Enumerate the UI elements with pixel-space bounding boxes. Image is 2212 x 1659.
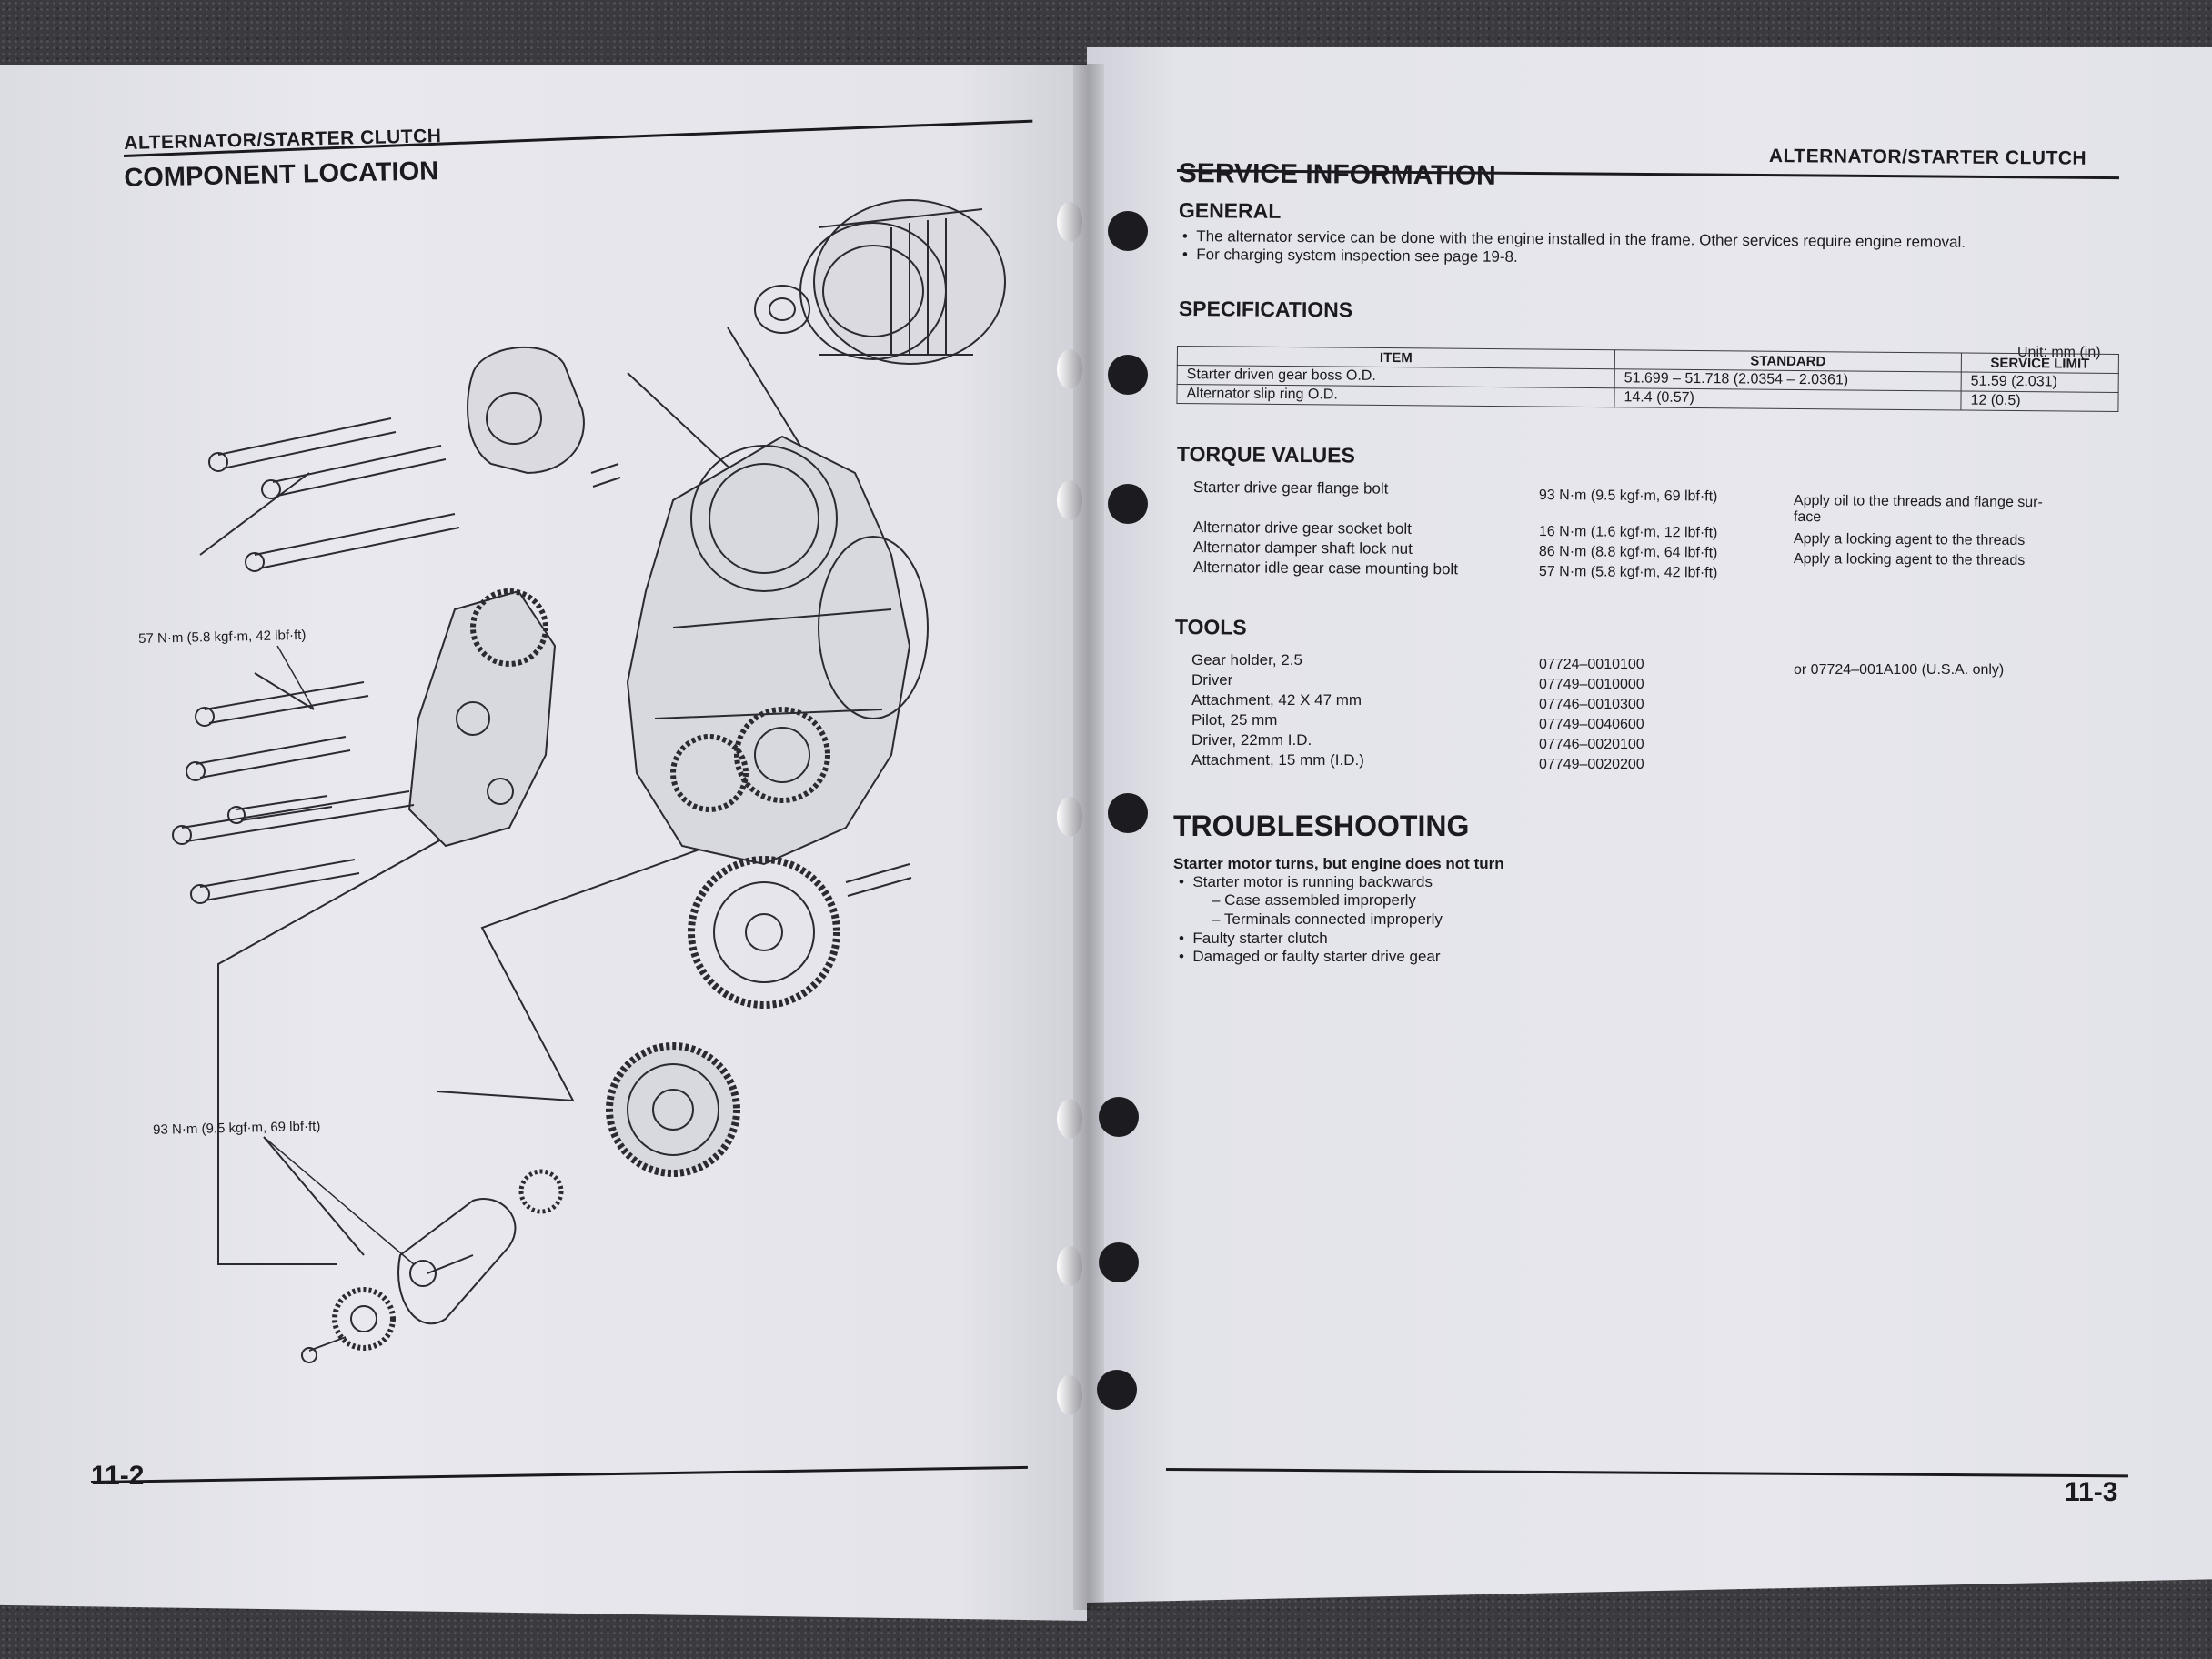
cause-text: Starter motor is running backwards bbox=[1192, 873, 1433, 890]
binder-hole bbox=[1108, 484, 1148, 524]
book-spine bbox=[1073, 64, 1104, 1610]
binder-hole-shadow bbox=[1057, 1246, 1082, 1286]
troubleshooting-subcause: – Case assembled improperly bbox=[1212, 891, 1416, 909]
torque-arrow bbox=[263, 1136, 415, 1265]
torque-value: 93 N·m (9.5 kgf·m, 69 lbf·ft) bbox=[1538, 488, 1718, 505]
binder-hole-shadow bbox=[1057, 349, 1082, 389]
torque-note: Apply oil to the threads and flange sur- bbox=[1793, 493, 2043, 511]
troubleshooting-heading: TROUBLESHOOTING bbox=[1173, 809, 1470, 842]
page-number: 11-3 bbox=[2065, 1477, 2118, 1507]
torque-item: Alternator idle gear case mounting bolt bbox=[1192, 558, 1459, 578]
troubleshooting-symptom: Starter motor turns, but engine does not… bbox=[1173, 855, 1504, 872]
torque-item: Alternator drive gear socket bolt bbox=[1192, 518, 1413, 538]
binder-hole bbox=[1099, 1242, 1139, 1282]
tool-name: Gear holder, 2.5 bbox=[1191, 651, 1302, 669]
torque-note: Apply a locking agent to the threads bbox=[1793, 531, 2026, 548]
binder-hole-shadow bbox=[1057, 480, 1082, 520]
binder-hole-shadow bbox=[1057, 202, 1082, 242]
binder-hole-shadow bbox=[1057, 797, 1082, 837]
torque-values-heading: TORQUE VALUES bbox=[1176, 442, 1355, 468]
cause-text: Faulty starter clutch bbox=[1192, 930, 1328, 947]
troubleshooting-cause: • Damaged or faulty starter drive gear bbox=[1179, 948, 1441, 965]
troubleshooting-cause: • Faulty starter clutch bbox=[1179, 930, 1328, 947]
chapter-header: ALTERNATOR/STARTER CLUTCH bbox=[1768, 146, 2087, 169]
alternator-drawing bbox=[754, 199, 1006, 365]
tool-number: 07749–0010000 bbox=[1539, 677, 1644, 692]
tool-name: Driver bbox=[1191, 671, 1233, 689]
tool-name: Attachment, 15 mm (I.D.) bbox=[1191, 751, 1364, 769]
binder-hole bbox=[1108, 355, 1148, 395]
tool-name: Pilot, 25 mm bbox=[1191, 711, 1278, 729]
exploded-view-diagram bbox=[172, 199, 1006, 1363]
torque-arrow bbox=[276, 645, 315, 710]
torque-value: 57 N·m (5.8 kgf·m, 42 lbf·ft) bbox=[1538, 564, 1718, 581]
flange-plate-drawing bbox=[397, 1198, 517, 1325]
bolt-drawings bbox=[172, 417, 912, 1363]
column-header: SERVICE LIMIT bbox=[1961, 353, 2119, 374]
specifications-table: ITEM STANDARD SERVICE LIMIT Starter driv… bbox=[1176, 346, 2119, 412]
table-cell: 51.59 (2.031) bbox=[1961, 372, 2119, 393]
engine-case-drawing bbox=[626, 435, 929, 866]
tool-number: 07749–0020200 bbox=[1539, 757, 1644, 772]
binder-hole bbox=[1108, 793, 1148, 833]
gear-drawing bbox=[332, 707, 840, 1351]
tool-note: or 07724–001A100 (U.S.A. only) bbox=[1794, 662, 2005, 678]
tool-name: Driver, 22mm I.D. bbox=[1191, 731, 1312, 749]
tool-number: 07749–0040600 bbox=[1539, 717, 1644, 732]
cause-text: Damaged or faulty starter drive gear bbox=[1192, 948, 1441, 965]
binder-hole-shadow bbox=[1057, 1375, 1082, 1415]
tool-number: 07746–0020100 bbox=[1539, 737, 1644, 752]
tool-number: 07724–0010100 bbox=[1539, 657, 1644, 672]
troubleshooting-cause: • Starter motor is running backwards bbox=[1179, 873, 1433, 890]
torque-note: Apply a locking agent to the threads bbox=[1793, 551, 2026, 568]
tools-heading: TOOLS bbox=[1174, 615, 1247, 639]
table-cell: Alternator slip ring O.D. bbox=[1176, 384, 1615, 407]
tool-number: 07746–0010300 bbox=[1539, 697, 1644, 712]
torque-item: Alternator damper shaft lock nut bbox=[1192, 538, 1413, 558]
binder-hole bbox=[1097, 1370, 1137, 1410]
troubleshooting-subcause: – Terminals connected improperly bbox=[1212, 910, 1443, 928]
right-page bbox=[1087, 47, 2212, 1603]
binder-hole bbox=[1099, 1097, 1139, 1137]
general-bullet-text: For charging system inspection see page … bbox=[1196, 246, 1518, 266]
unit-label: Unit: mm (in) bbox=[2017, 345, 2101, 360]
binder-hole-shadow bbox=[1057, 1099, 1082, 1139]
specifications-heading: SPECIFICATIONS bbox=[1178, 297, 1353, 322]
general-bullet: • For charging system inspection see pag… bbox=[1181, 246, 1518, 266]
cover-drawing bbox=[467, 346, 585, 475]
leader-line bbox=[727, 327, 801, 447]
page-number: 11-2 bbox=[91, 1461, 145, 1491]
torque-note: face bbox=[1793, 509, 1822, 526]
idle-gear-case-drawing bbox=[407, 588, 557, 848]
table-cell: 12 (0.5) bbox=[1960, 391, 2119, 412]
tool-name: Attachment, 42 X 47 mm bbox=[1191, 691, 1362, 709]
table-cell: 14.4 (0.57) bbox=[1614, 387, 1962, 411]
torque-value: 16 N·m (1.6 kgf·m, 12 lbf·ft) bbox=[1538, 524, 1718, 541]
section-title: SERVICE INFORMATION bbox=[1178, 158, 1496, 191]
general-heading: GENERAL bbox=[1178, 198, 1282, 223]
torque-value: 86 N·m (8.8 kgf·m, 64 lbf·ft) bbox=[1538, 544, 1718, 561]
torque-item: Starter drive gear flange bolt bbox=[1192, 478, 1389, 498]
binder-hole bbox=[1108, 211, 1148, 251]
